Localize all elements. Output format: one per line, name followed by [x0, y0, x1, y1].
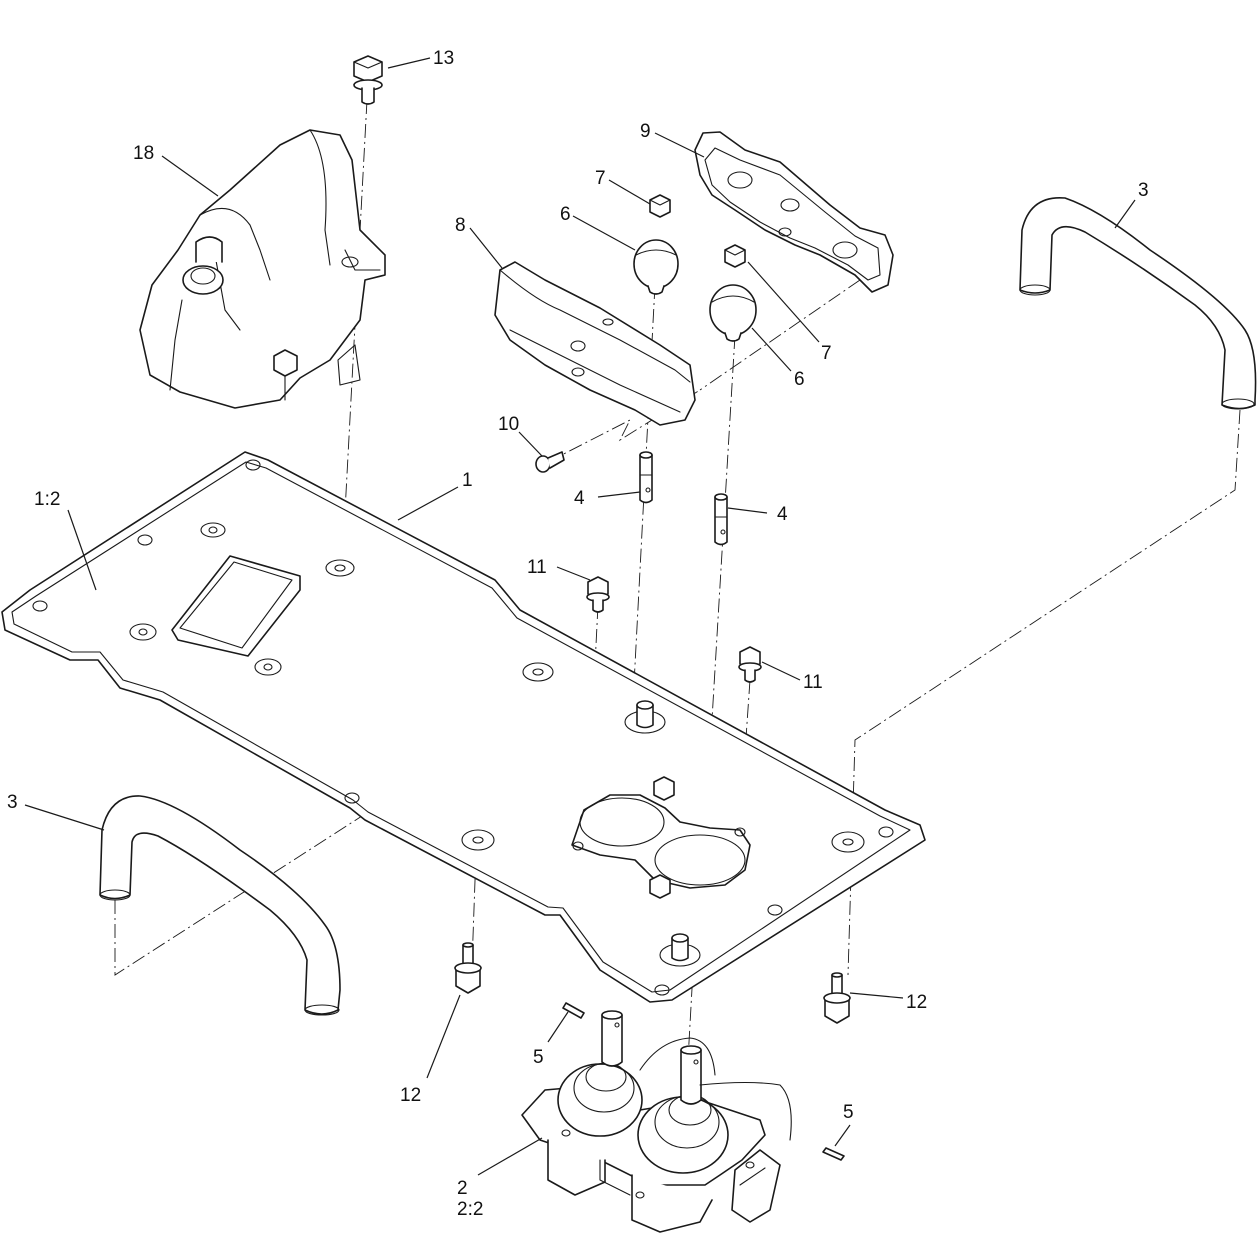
callout-labels: 13 18 9 7 6 8 3 7 6 10 1 1:2 4 4 11 11 3… [7, 48, 1149, 1220]
shaft-4-left [639, 451, 653, 504]
callout-7-upper: 7 [595, 168, 606, 189]
shaft-4-right [714, 493, 728, 546]
bolt-12-right [823, 972, 851, 1024]
console-trim-9 [694, 131, 894, 293]
plate-mounting-holes [32, 459, 894, 996]
callout-10: 10 [498, 414, 519, 435]
callout-5-right: 5 [843, 1102, 854, 1123]
nut-7-right [724, 244, 746, 268]
bolt-11-right [738, 646, 762, 683]
callout-4-right: 4 [777, 504, 788, 525]
callout-2-2: 2:2 [457, 1199, 483, 1220]
callout-2: 2 [457, 1178, 468, 1199]
callout-7-lower: 7 [821, 343, 832, 364]
bolt-13 [353, 55, 383, 105]
callout-5-left: 5 [533, 1047, 544, 1068]
handle-3-right [1019, 197, 1257, 410]
plate-studs [624, 700, 701, 967]
callout-12-right: 12 [906, 992, 927, 1013]
callout-4-left: 4 [574, 488, 585, 509]
joystick-assembly-2 [521, 1010, 792, 1233]
callout-3-right: 3 [1138, 180, 1149, 201]
control-panel-plate [1, 451, 926, 1003]
screw-10 [535, 451, 565, 473]
callout-3-left: 3 [7, 792, 18, 813]
console-cover-8 [494, 261, 696, 426]
callout-1: 1 [462, 470, 473, 491]
callout-1-2: 1:2 [34, 489, 60, 510]
knob-6-right [709, 284, 757, 342]
leader-lines [24, 57, 1136, 1176]
callout-6-lower: 6 [794, 369, 805, 390]
knob-6-left [633, 239, 679, 295]
callout-9: 9 [640, 121, 651, 142]
bolt-12-left [454, 942, 482, 994]
armrest-grip [139, 129, 386, 409]
callout-6-upper: 6 [560, 204, 571, 225]
callout-12-left: 12 [400, 1085, 421, 1106]
callout-13: 13 [433, 48, 454, 69]
callout-11-right: 11 [803, 672, 823, 693]
callout-8: 8 [455, 215, 466, 236]
nut-7-left [649, 194, 671, 218]
pin-5-left [562, 1002, 585, 1019]
callout-18: 18 [133, 143, 154, 164]
pin-5-right [822, 1147, 845, 1161]
handle-3-left [99, 795, 341, 1016]
callout-11-left: 11 [527, 557, 547, 578]
bolt-11-left [586, 576, 610, 613]
